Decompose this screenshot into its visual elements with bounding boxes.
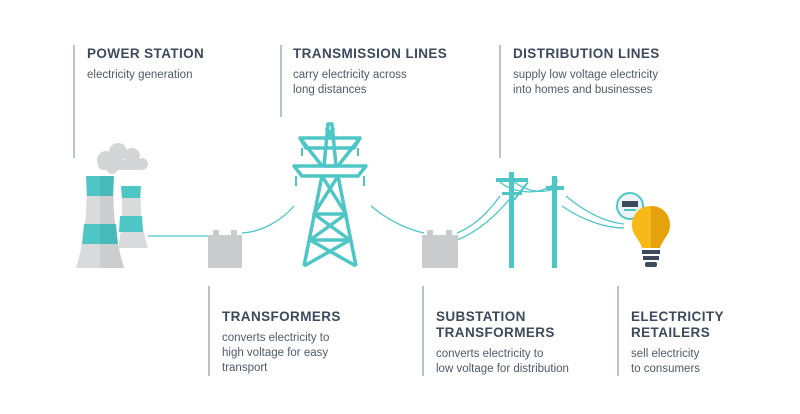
wire-tower-substation — [370, 205, 425, 234]
transmission-lines-title: TRANSMISSION LINES — [293, 46, 448, 61]
wire-substation-pole-2 — [456, 195, 513, 241]
power-station-title: POWER STATION — [87, 46, 205, 61]
transmission-lines-desc: carry electricity across long distances — [293, 69, 407, 96]
transmission-tower-icon — [292, 122, 368, 268]
power-station-desc: electricity generation — [87, 69, 193, 81]
divider-lines — [73, 45, 619, 376]
tower-insulators — [295, 148, 365, 186]
wire-substation-pole — [456, 195, 501, 234]
label-electricity-retailers: ELECTRICITY RETAILERS sell electricity t… — [631, 309, 724, 377]
substation-transformers-title: SUBSTATION TRANSFORMERS — [436, 309, 555, 340]
distribution-lines-desc: supply low voltage electricity into home… — [513, 69, 659, 96]
label-power-station: POWER STATION electricity generation — [87, 46, 204, 83]
wire-transformer-tower — [241, 205, 295, 234]
substation-transformers-desc: converts electricity to low voltage for … — [436, 348, 569, 375]
transformers-title: TRANSFORMERS — [222, 309, 341, 324]
label-distribution-lines: DISTRIBUTION LINES supply low voltage el… — [513, 46, 660, 98]
electricity-retailers-desc: sell electricity to consumers — [631, 348, 701, 375]
distribution-lines-title: DISTRIBUTION LINES — [513, 46, 660, 61]
light-bulb-icon — [632, 206, 670, 267]
label-substation-transformers: SUBSTATION TRANSFORMERS converts electri… — [436, 309, 569, 377]
label-transformers: TRANSFORMERS converts electricity to hig… — [222, 309, 341, 376]
transformers-desc: converts electricity to high voltage for… — [222, 332, 330, 374]
power-station-icon — [76, 143, 148, 268]
utility-pole-icon — [496, 172, 564, 268]
electricity-retailers-title: ELECTRICITY RETAILERS — [631, 309, 724, 340]
transformer-icon — [208, 230, 242, 268]
wire-pole-meter-2 — [561, 205, 625, 229]
substation-transformer-icon — [422, 230, 458, 268]
wire-pole-meter — [565, 195, 625, 225]
label-transmission-lines: TRANSMISSION LINES carry electricity acr… — [293, 46, 447, 98]
steam-cloud — [97, 143, 148, 174]
